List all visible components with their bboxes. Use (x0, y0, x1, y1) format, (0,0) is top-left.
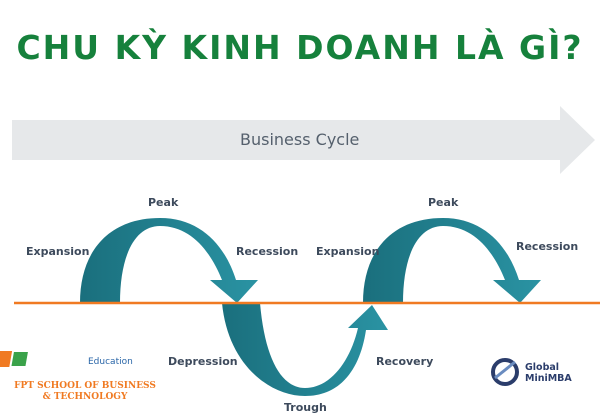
label-recession-2: Recession (516, 240, 579, 253)
label-depression: Depression (168, 355, 238, 368)
label-peak-1: Peak (148, 196, 179, 209)
label-peak-2: Peak (428, 196, 459, 209)
business-cycle-banner-arrow (12, 106, 595, 174)
label-recession-1: Recession (236, 245, 299, 258)
global-line-2: MiniMBA (525, 373, 572, 384)
banner-label: Business Cycle (240, 130, 360, 149)
fpt-education-text: Education (88, 357, 133, 367)
global-minimba-logo-icon (491, 358, 519, 386)
expansion-peak-recession-arrow-1 (80, 218, 258, 303)
label-recovery: Recovery (376, 355, 434, 368)
fpt-school-line-1: FPT SCHOOL OF BUSINESS (14, 381, 156, 391)
label-trough: Trough (284, 401, 327, 414)
fpt-logo-icon (0, 351, 28, 367)
global-minimba-logo-text: Global MiniMBA (525, 362, 572, 384)
label-expansion-2: Expansion (316, 245, 380, 258)
fpt-school-line-2: & TECHNOLOGY (42, 392, 128, 402)
depression-trough-recovery-arrow (222, 303, 388, 396)
expansion-peak-recession-arrow-2 (363, 218, 541, 303)
label-expansion-1: Expansion (26, 245, 90, 258)
page-title: CHU KỲ KINH DOANH LÀ GÌ? (16, 28, 584, 67)
fpt-school-name: FPT SCHOOL OF BUSINESS & TECHNOLOGY (10, 381, 160, 403)
global-line-1: Global (525, 362, 560, 373)
